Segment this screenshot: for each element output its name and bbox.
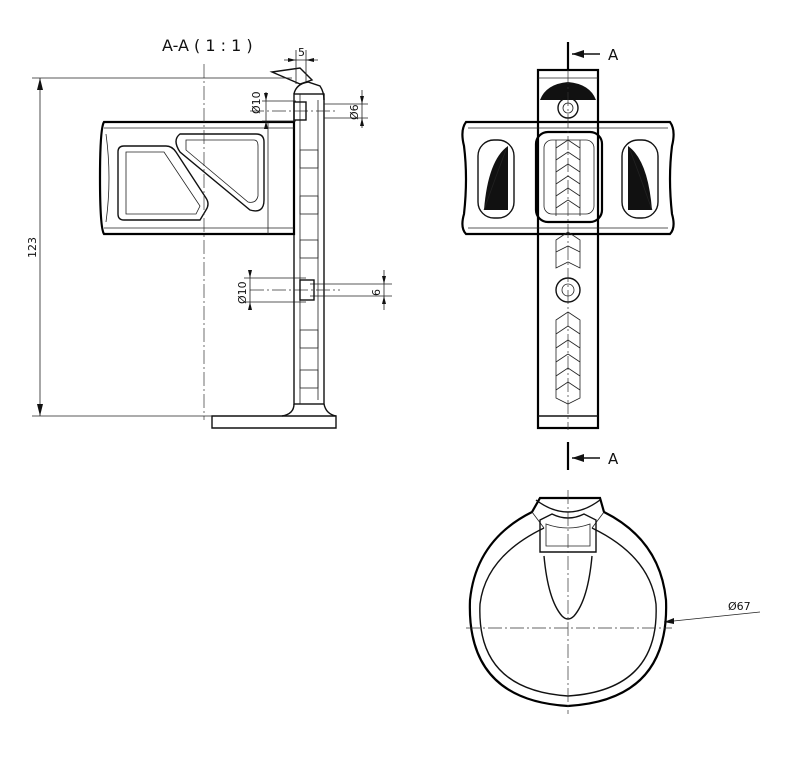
front-body <box>461 120 675 236</box>
section-title: A-A ( 1 : 1 ) <box>162 36 253 55</box>
dim-width-top-label: 5 <box>298 46 305 59</box>
section-hatched-body <box>211 67 337 429</box>
front-view: A A <box>461 42 675 470</box>
top-knob <box>540 82 596 100</box>
dim-lower-hole: Ø10 6 <box>236 270 392 310</box>
section-view-a-a: A-A ( 1 : 1 ) <box>26 36 392 429</box>
dim-height-label: 123 <box>26 237 39 258</box>
dim-width-top: 5 <box>284 46 318 84</box>
dim-upper-small-label: Ø6 <box>348 104 361 120</box>
dim-ring-diameter-label: Ø67 <box>728 600 751 613</box>
clip-head <box>539 513 597 553</box>
section-side-body <box>98 120 296 236</box>
center-window <box>534 130 604 224</box>
left-slot <box>477 139 515 219</box>
section-marker-bottom-label: A <box>608 450 619 468</box>
chevron-teeth-upper <box>555 139 581 216</box>
dim-lower-hole-label: Ø10 <box>236 281 249 304</box>
dim-upper-hole-label: Ø10 <box>250 91 263 114</box>
dim-height: 123 <box>26 77 292 417</box>
dim-ring-diameter: Ø67 <box>663 600 761 624</box>
dim-upper-hole: Ø10 Ø6 <box>250 90 368 129</box>
dim-lower-offset-label: 6 <box>370 289 383 296</box>
top-view-ring: Ø67 <box>466 490 761 714</box>
right-slot <box>621 139 659 219</box>
section-marker-top: A <box>566 42 619 70</box>
section-marker-bottom: A <box>566 442 619 470</box>
section-marker-top-label: A <box>608 46 619 64</box>
